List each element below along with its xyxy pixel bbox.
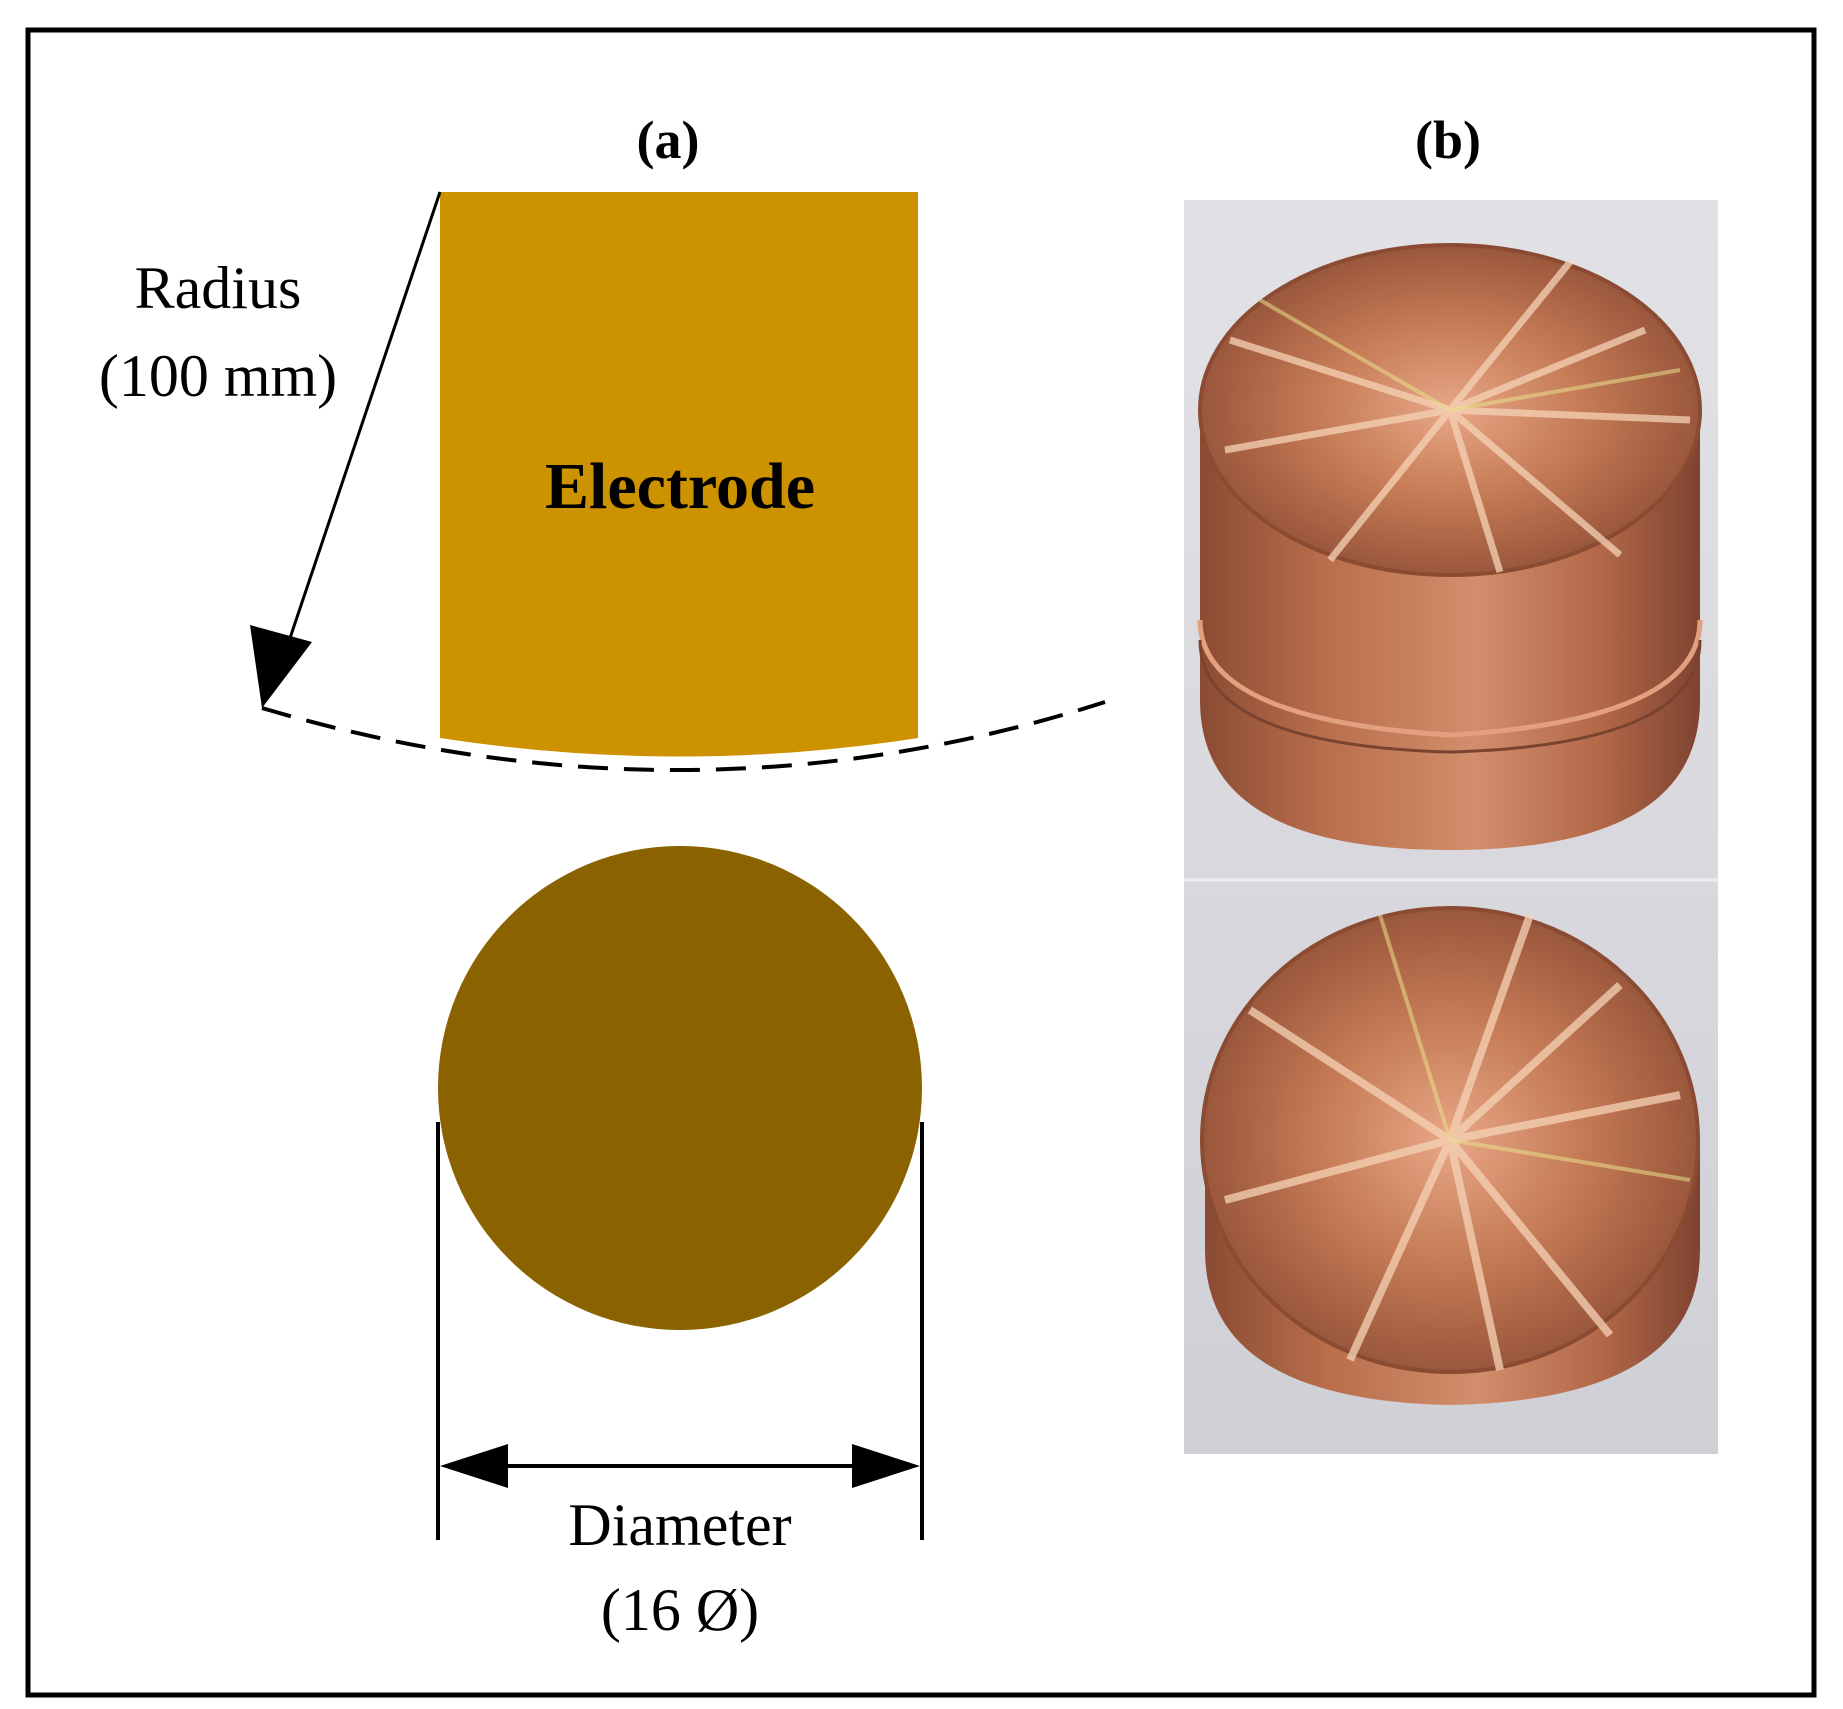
panel-b: (b) bbox=[1184, 110, 1718, 1454]
electrode-face bbox=[438, 846, 922, 1330]
radius-arrow bbox=[250, 191, 442, 708]
panel-a-label: (a) bbox=[637, 110, 700, 170]
radius-arc bbox=[261, 700, 1106, 772]
diameter-dimension bbox=[436, 1122, 924, 1540]
panel-b-label: (b) bbox=[1415, 110, 1481, 170]
arrow-icon bbox=[440, 1444, 508, 1488]
electrode-body bbox=[440, 192, 918, 757]
radius-label: Radius bbox=[135, 255, 302, 321]
photo-electrode-upper bbox=[1197, 243, 1703, 850]
electrode-photo bbox=[1184, 200, 1718, 1454]
diameter-label: Diameter bbox=[568, 1492, 791, 1558]
arrow-icon bbox=[852, 1444, 920, 1488]
diameter-value: (16 Ø) bbox=[601, 1577, 759, 1643]
panel-a: (a) Electrode Radius (100 mm) Diameter (… bbox=[99, 110, 1106, 1643]
radius-value: (100 mm) bbox=[99, 343, 337, 409]
electrode-label: Electrode bbox=[545, 450, 815, 523]
arrow-icon bbox=[250, 625, 312, 708]
photo-electrode-lower bbox=[1200, 906, 1700, 1405]
